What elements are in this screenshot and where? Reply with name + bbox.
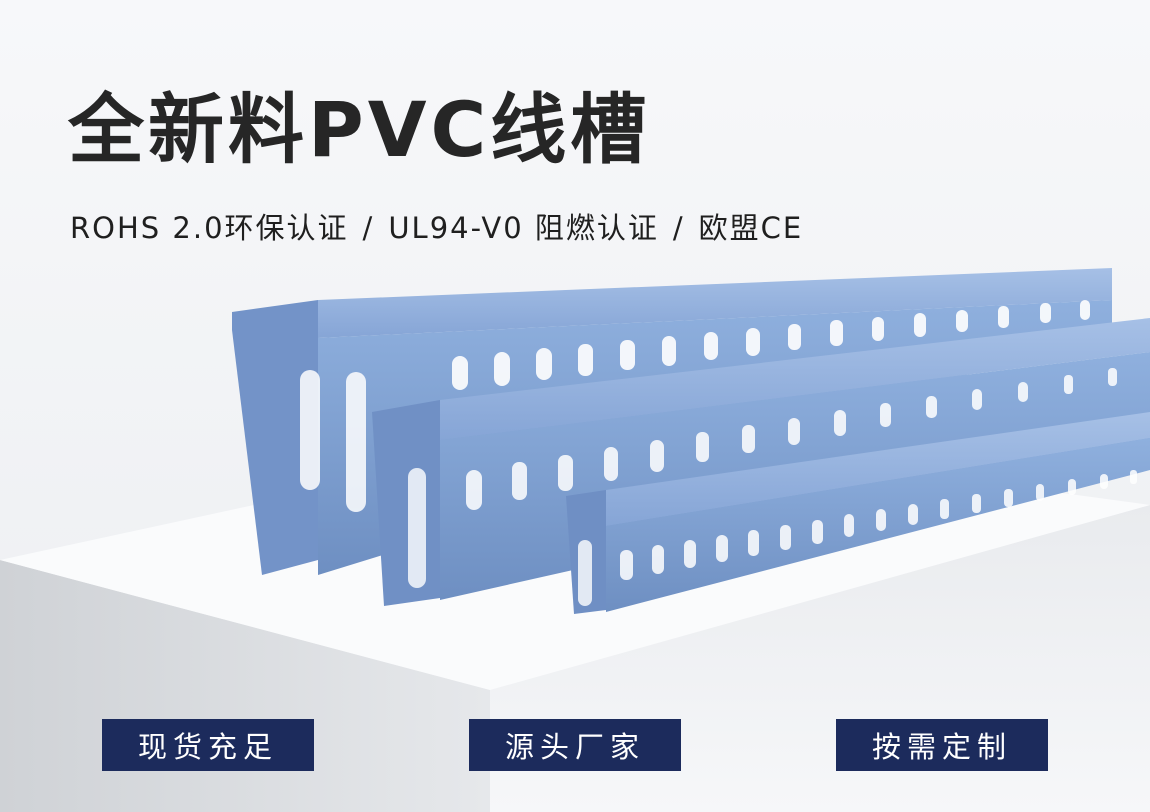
page-title: 全新料PVC线槽 bbox=[68, 85, 651, 174]
certification-ul94: UL94-V0 阻燃认证 bbox=[388, 211, 659, 245]
badge-factory-direct: 源头厂家 bbox=[469, 719, 681, 771]
separator: / bbox=[672, 211, 685, 245]
certification-line: ROHS 2.0环保认证 / UL94-V0 阻燃认证 / 欧盟CE bbox=[70, 214, 803, 243]
badge-custom-made: 按需定制 bbox=[836, 719, 1048, 771]
badge-in-stock: 现货充足 bbox=[102, 719, 314, 771]
certification-ce: 欧盟CE bbox=[698, 211, 804, 245]
separator: / bbox=[362, 211, 375, 245]
small-wire-duct bbox=[566, 412, 1150, 614]
certification-rohs: ROHS 2.0环保认证 bbox=[70, 211, 349, 245]
